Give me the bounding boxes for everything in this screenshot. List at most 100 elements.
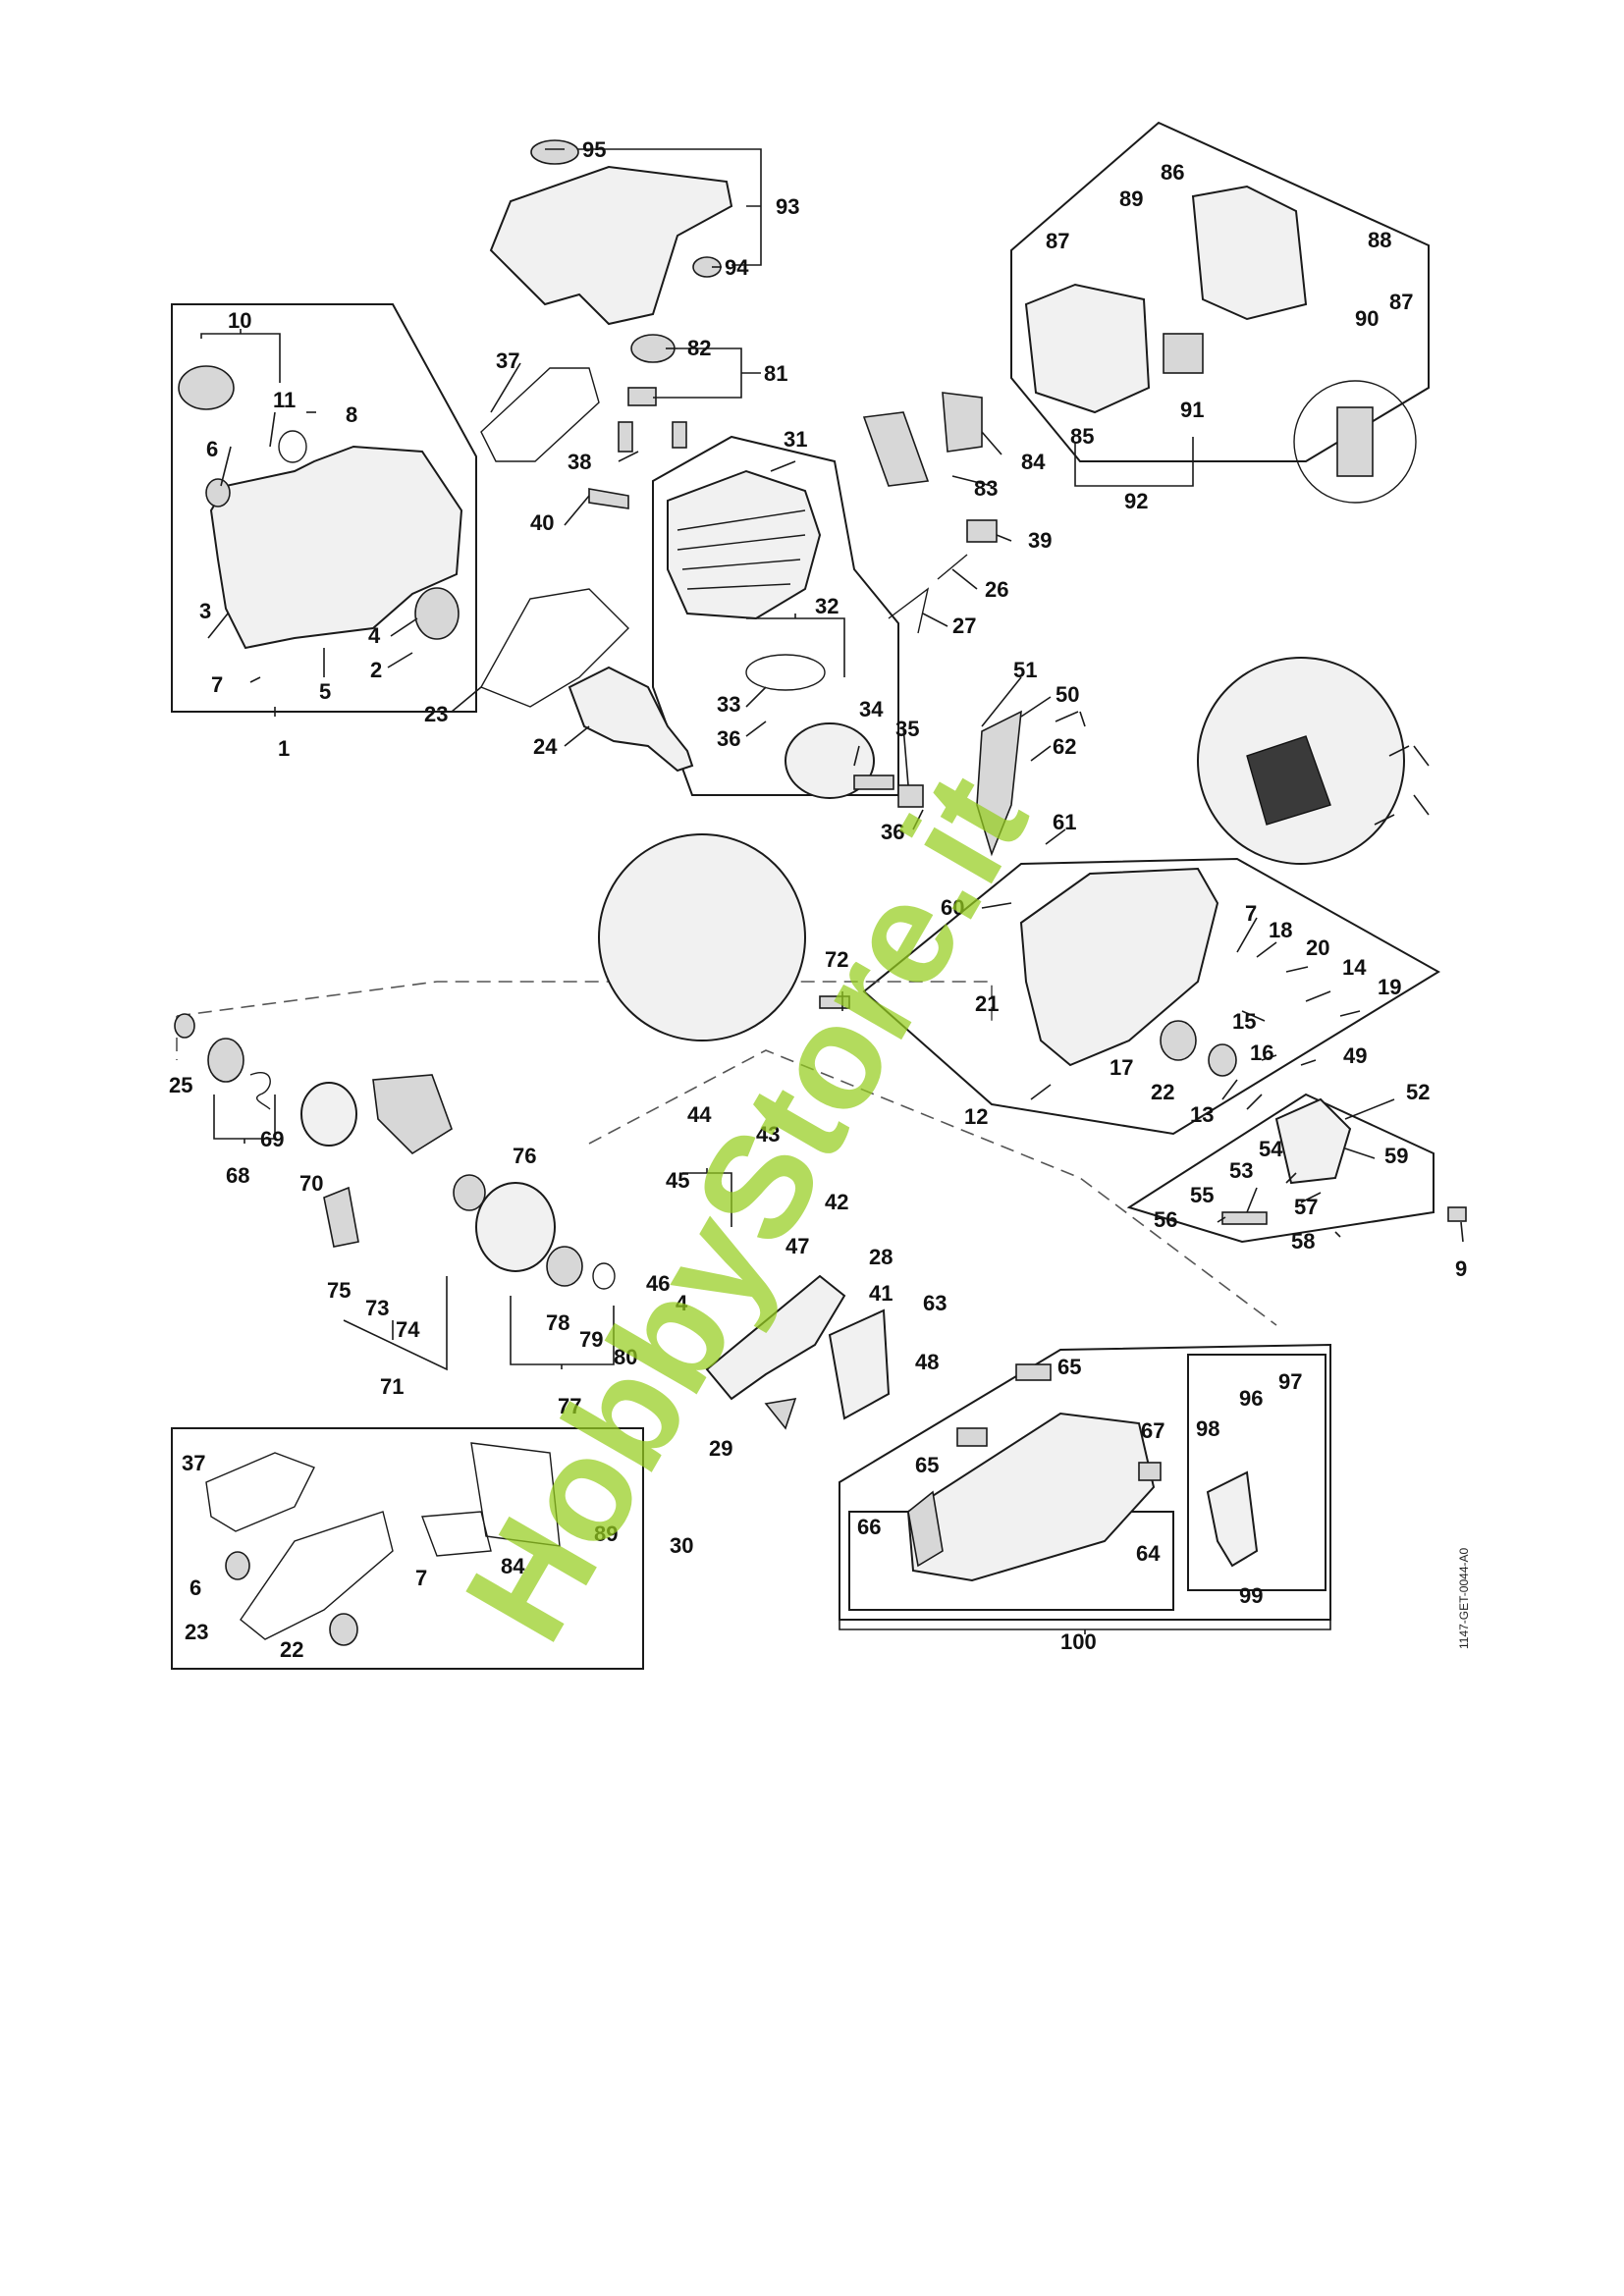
callout-52: 52 <box>1406 1080 1430 1104</box>
callout-45: 45 <box>666 1168 689 1193</box>
callout-20: 20 <box>1306 935 1329 960</box>
callout-32: 32 <box>815 594 839 618</box>
callout-71: 71 <box>380 1374 404 1399</box>
callout-57: 57 <box>1294 1195 1318 1219</box>
callout-13: 13 <box>1190 1102 1214 1127</box>
callout-72: 72 <box>825 947 848 972</box>
callout-99: 99 <box>1239 1583 1263 1608</box>
clutch-shoe-75 <box>323 1186 359 1248</box>
bracket-93 <box>565 148 762 266</box>
callout-37b: 37 <box>182 1451 205 1475</box>
callout-96: 96 <box>1239 1386 1263 1411</box>
crankcase-half-seal <box>1208 1043 1237 1077</box>
oil-pump-spindle <box>1221 1211 1268 1225</box>
callout-66: 66 <box>857 1515 881 1539</box>
callout-9: 9 <box>1455 1256 1467 1281</box>
callout-labels: 95 93 94 10 11 8 37 82 81 6 38 31 40 83 … <box>169 137 1467 1662</box>
callout-38: 38 <box>568 450 591 474</box>
crankcase-half-part <box>1019 867 1219 1067</box>
clutch-shoes <box>372 1074 453 1155</box>
detail-circle-right-shape <box>1246 735 1331 826</box>
callout-34: 34 <box>859 697 884 721</box>
callout-7b: 7 <box>1245 901 1257 926</box>
bar-clip-29 <box>764 1397 797 1430</box>
callout-29: 29 <box>709 1436 732 1461</box>
callout-89a: 89 <box>1119 187 1143 211</box>
callout-76: 76 <box>513 1144 536 1168</box>
callout-4: 4 <box>368 623 381 648</box>
callout-36a: 36 <box>717 726 740 751</box>
muffler-cover-part <box>1191 185 1308 321</box>
spring-69 <box>249 1072 271 1110</box>
callout-31: 31 <box>784 427 807 452</box>
callout-6b: 6 <box>189 1575 201 1600</box>
callout-5: 5 <box>319 679 331 704</box>
callout-51: 51 <box>1013 658 1037 682</box>
bracket-71 <box>343 1276 448 1371</box>
crankcase-half-bearing <box>1160 1020 1197 1061</box>
cylinder-part <box>667 469 822 620</box>
callout-61: 61 <box>1053 810 1076 834</box>
callout-15: 15 <box>1232 1009 1256 1034</box>
callout-24: 24 <box>533 734 558 759</box>
kit-gasket-89 <box>470 1442 561 1547</box>
callout-70: 70 <box>299 1171 323 1196</box>
callout-12: 12 <box>964 1104 988 1129</box>
bracket-92 <box>1074 437 1194 487</box>
piston-pin-part <box>853 774 894 790</box>
spark-arrestor-screen <box>1163 333 1204 374</box>
washer-79 <box>592 1262 616 1290</box>
callout-3: 3 <box>199 599 211 623</box>
callout-81: 81 <box>764 361 787 386</box>
kit-gasket-37 <box>205 1452 315 1532</box>
frame-oil-pump-group <box>1126 1093 1435 1244</box>
kit-gasket-23 <box>240 1511 394 1640</box>
callout-55: 55 <box>1190 1183 1214 1207</box>
callout-7a: 7 <box>211 672 223 697</box>
bracket-44 <box>682 1168 732 1227</box>
callout-6: 6 <box>206 437 218 461</box>
guide-plate-50 <box>976 710 1022 857</box>
callout-10: 10 <box>228 308 251 333</box>
callout-83: 83 <box>974 476 998 501</box>
callout-78: 78 <box>546 1310 569 1335</box>
callout-54: 54 <box>1259 1137 1283 1161</box>
callout-58: 58 <box>1291 1229 1315 1254</box>
callout-30: 30 <box>670 1533 693 1558</box>
needle-bearing-76 <box>453 1174 486 1211</box>
frame-gasket-set <box>171 1427 644 1670</box>
detail-bolt <box>1336 406 1374 477</box>
callout-25: 25 <box>169 1073 192 1097</box>
crankcase-bearing <box>414 587 460 640</box>
kit-gasket-84 <box>421 1511 492 1557</box>
callout-36b: 36 <box>881 820 904 844</box>
callout-1: 1 <box>278 736 290 761</box>
detail-circle-left <box>598 833 806 1041</box>
callout-87b: 87 <box>1389 290 1413 314</box>
callout-93: 93 <box>776 194 799 219</box>
bracket-77 <box>510 1296 615 1369</box>
cover-spacer-65a <box>1015 1363 1052 1381</box>
callout-26: 26 <box>985 577 1008 602</box>
callout-14: 14 <box>1342 955 1367 980</box>
kit-seal-22 <box>329 1613 358 1646</box>
callout-43: 43 <box>756 1122 780 1147</box>
callout-86: 86 <box>1161 160 1184 185</box>
callout-48: 48 <box>915 1350 939 1374</box>
kit-seal-6 <box>225 1551 250 1580</box>
callout-35: 35 <box>895 717 919 741</box>
bracket-32 <box>746 614 845 677</box>
callout-65a: 65 <box>1057 1355 1081 1379</box>
intake-clip <box>627 387 657 406</box>
callout-79: 79 <box>579 1327 603 1352</box>
callout-91: 91 <box>1180 398 1204 422</box>
callout-49: 49 <box>1343 1043 1367 1068</box>
callout-84: 84 <box>1021 450 1046 474</box>
frame-crankcase-half-group <box>862 857 1440 1136</box>
callout-80: 80 <box>614 1345 637 1369</box>
detail-bolt-circle <box>1293 380 1417 504</box>
bracket-100 <box>839 1620 1331 1634</box>
sprocket-cover-64 <box>906 1412 1156 1582</box>
crankcase-o-ring <box>278 430 307 463</box>
